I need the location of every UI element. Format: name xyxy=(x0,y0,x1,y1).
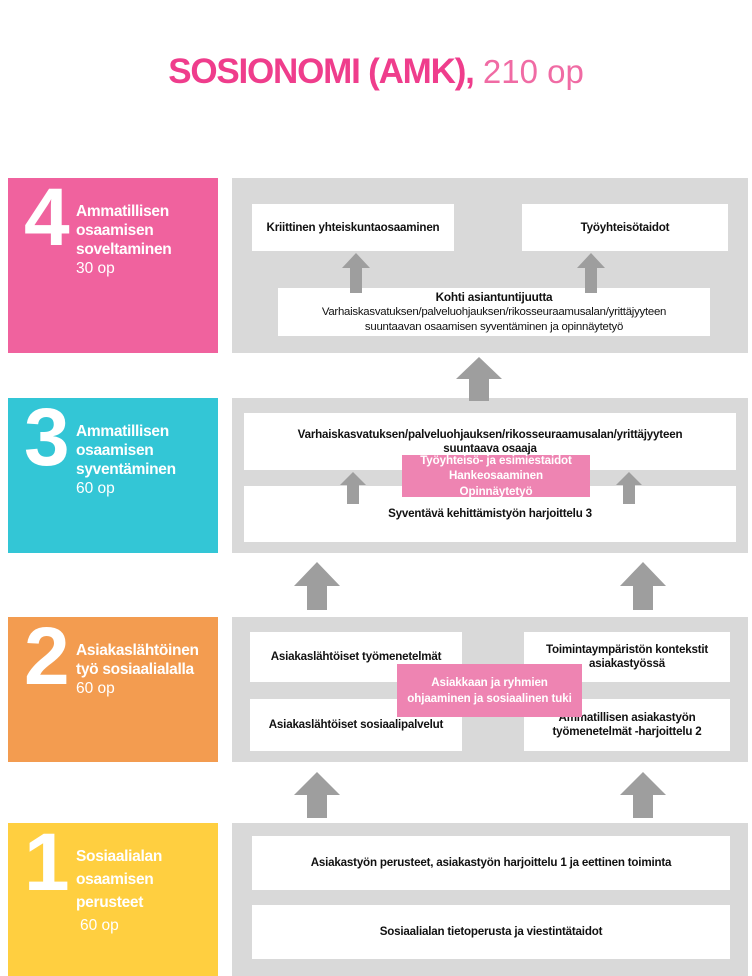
card-label: Asiakastyön perusteet, asiakastyön harjo… xyxy=(310,856,672,869)
connector-arrow-level3-to-level4 xyxy=(456,357,502,401)
card-line-1: Toimintaympäristön kontekstit xyxy=(545,643,709,656)
overlay-line-2: ohjaaminen ja sosiaalinen tuki xyxy=(407,691,572,705)
level-1-label-group: Sosiaalialan osaamisen perusteet 60 op xyxy=(76,845,214,937)
card-label: Asiakaslähtöiset sosiaalipalvelut xyxy=(268,718,444,731)
level-4-label-group: Ammatillisen osaamisen soveltaminen 30 o… xyxy=(76,202,214,278)
card-sosiaalialan-tietoperusta-viestintataidot[interactable]: Sosiaalialan tietoperusta ja viestintäta… xyxy=(252,905,730,959)
card-asiakaslahtoiset-tyomenetelmat[interactable]: Asiakaslähtöiset työmenetelmät xyxy=(250,632,462,682)
level-3-color-block: 3 Ammatillisen osaamisen syventäminen 60… xyxy=(8,398,218,553)
level-2-name: Asiakaslähtöinen työ sosiaalialalla xyxy=(76,642,199,678)
card-asiakastyon-perusteet-harjoittelu-1[interactable]: Asiakastyön perusteet, asiakastyön harjo… xyxy=(252,836,730,890)
level-3-label-group: Ammatillisen osaamisen syventäminen 60 o… xyxy=(76,422,214,498)
overlay-line-2: Hankeosaaminen xyxy=(449,469,543,483)
card-label: Asiakaslähtöiset työmenetelmät xyxy=(270,650,442,663)
card-line-2: työmenetelmät -harjoittelu 2 xyxy=(552,725,702,738)
level-2-label-group: Asiakaslähtöinen työ sosiaalialalla 60 o… xyxy=(76,641,214,698)
connector-arrow-left-level1-to-level2 xyxy=(294,772,340,818)
page-title: SOSIONOMI (AMK), 210 op xyxy=(0,52,752,92)
card-label: Työyhteisötaidot xyxy=(580,220,670,234)
connector-arrow-right-level2-to-level3 xyxy=(620,562,666,610)
arrow-up-left-level3 xyxy=(340,472,366,504)
card-subline-2: suuntaavan osaamisen syventäminen ja opi… xyxy=(364,320,624,333)
level-3-name: Ammatillisen osaamisen syventäminen xyxy=(76,423,176,478)
connector-arrow-left-level2-to-level3 xyxy=(294,562,340,610)
level-1-color-block: 1 Sosiaalialan osaamisen perusteet 60 op xyxy=(8,823,218,976)
arrow-up-right-level4 xyxy=(577,253,605,293)
card-subline-1: Varhaiskasvatuksen/palveluohjauksen/riko… xyxy=(321,306,667,318)
overlay-line-1: Työyhteisö- ja esimiestaidot xyxy=(420,453,572,467)
card-heading: Kohti asiantuntijuutta xyxy=(435,290,553,304)
arrow-up-right-level3 xyxy=(616,472,642,504)
card-kriittinen-yhteiskuntaosaaminen[interactable]: Kriittinen yhteiskuntaosaaminen xyxy=(252,204,454,251)
level-1-credits: 60 op xyxy=(80,917,119,934)
level-2-credits: 60 op xyxy=(76,680,115,697)
level-3-number: 3 xyxy=(24,398,70,483)
card-label: Sosiaalialan tietoperusta ja viestintäta… xyxy=(379,925,603,938)
card-tyoyhteisotaidot[interactable]: Työyhteisötaidot xyxy=(522,204,728,251)
level-4-number: 4 xyxy=(24,178,70,263)
overlay-asiakkaan-ja-ryhmien-ohjaaminen[interactable]: Asiakkaan ja ryhmien ohjaaminen ja sosia… xyxy=(397,664,582,717)
level-3-credits: 60 op xyxy=(76,480,115,497)
level-3-panel: Varhaiskasvatuksen/palveluohjauksen/riko… xyxy=(232,398,748,553)
arrow-up-left-level4 xyxy=(342,253,370,293)
level-4-name: Ammatillisen osaamisen soveltaminen xyxy=(76,203,172,258)
level-4-color-block: 4 Ammatillisen osaamisen soveltaminen 30… xyxy=(8,178,218,353)
overlay-line-3: Opinnäytetyö xyxy=(459,484,533,498)
card-line-2: suuntaava osaaja xyxy=(443,441,537,455)
level-2-color-block: 2 Asiakaslähtöinen työ sosiaalialalla 60… xyxy=(8,617,218,762)
level-2-panel: Asiakaslähtöiset työmenetelmät Toimintay… xyxy=(232,617,748,762)
level-1-panel: Asiakastyön perusteet, asiakastyön harjo… xyxy=(232,823,748,976)
level-1-name: Sosiaalialan osaamisen perusteet xyxy=(76,848,163,911)
card-line-1: Varhaiskasvatuksen/palveluohjauksen/riko… xyxy=(297,427,683,441)
card-label: Syventävä kehittämistyön harjoittelu 3 xyxy=(388,507,592,520)
overlay-line-1: Asiakkaan ja ryhmien xyxy=(431,676,548,689)
card-label: Kriittinen yhteiskuntaosaaminen xyxy=(266,220,440,234)
page-title-strong: SOSIONOMI (AMK), xyxy=(168,52,475,91)
level-4-credits: 30 op xyxy=(76,260,115,277)
connector-arrow-right-level1-to-level2 xyxy=(620,772,666,818)
overlay-tyoyhteiso-esimiestaidot[interactable]: Työyhteisö- ja esimiestaidot Hankeosaami… xyxy=(402,453,590,498)
level-1-number: 1 xyxy=(24,823,70,908)
level-2-number: 2 xyxy=(24,617,70,702)
card-line-2: asiakastyössä xyxy=(588,657,666,670)
level-4-panel: Kriittinen yhteiskuntaosaaminen Työyhtei… xyxy=(232,178,748,353)
card-line-1: Ammatillisen asiakastyön xyxy=(558,711,696,724)
page-title-light: 210 op xyxy=(473,53,584,90)
card-kohti-asiantuntijuutta[interactable]: Kohti asiantuntijuutta Varhaiskasvatukse… xyxy=(278,288,710,336)
